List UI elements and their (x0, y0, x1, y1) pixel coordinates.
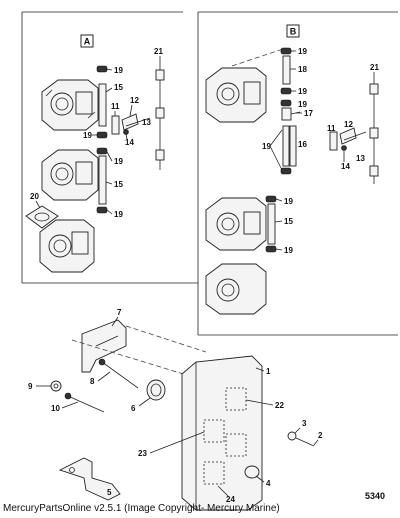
callout-b-14: 14 (341, 162, 350, 171)
callout-b-19e: 19 (284, 246, 293, 255)
panel-label-b: B (286, 24, 300, 38)
callout-a-15b: 15 (114, 180, 123, 189)
callout-b-17: 17 (304, 109, 313, 118)
callout-4: 4 (266, 479, 271, 488)
hoses-16 (282, 125, 297, 167)
callout-9: 9 (28, 382, 33, 391)
clamps-19-panel-b (265, 47, 292, 253)
screw-13 (125, 117, 151, 127)
panel-a-callouts: 19 15 11 12 13 14 19 19 15 19 21 20 (30, 47, 163, 219)
callout-a-13: 13 (142, 118, 151, 127)
figure-number: 5340 (365, 491, 386, 501)
bracket-5 (58, 457, 121, 501)
callout-b-19c: 19 (298, 100, 307, 109)
callout-8: 8 (90, 377, 95, 386)
callout-b-13: 13 (356, 154, 365, 163)
callout-a-20: 20 (30, 192, 39, 201)
carburetor-b-top (205, 67, 267, 123)
bolt-10 (64, 392, 105, 413)
bracket-12-panel-b (339, 127, 357, 145)
svg-text:A: A (84, 37, 91, 47)
callout-a-21: 21 (154, 47, 163, 56)
hose-15-panel-b (267, 203, 276, 245)
main-assembly (50, 319, 315, 511)
callout-a-15: 15 (114, 83, 123, 92)
washer-3 (287, 431, 297, 441)
callout-b-21: 21 (370, 63, 379, 72)
washer-14-panel-b (341, 145, 347, 151)
bolt-8 (98, 358, 139, 389)
gasket-6 (146, 379, 166, 401)
hose-18 (282, 55, 291, 85)
screw-13-panel-b (343, 131, 367, 141)
tee-fitting-17 (281, 107, 301, 121)
screw-2 (295, 437, 315, 447)
vent-hose-21-panel-b (369, 76, 379, 184)
callout-a-11: 11 (111, 102, 120, 111)
fitting-11-panel-b (329, 131, 338, 151)
callout-a-14: 14 (125, 138, 134, 147)
gasket-20 (25, 205, 59, 229)
callout-3: 3 (302, 419, 307, 428)
carburetor-b-bottom (205, 263, 267, 315)
callout-b-16: 16 (298, 140, 307, 149)
carburetor-b-middle (205, 197, 267, 251)
bracket-12 (121, 113, 139, 131)
fitting-11 (111, 115, 120, 135)
airbox-cover-1 (181, 355, 263, 511)
callout-a-12: 12 (130, 96, 139, 105)
hose-15-upper (98, 83, 107, 127)
callout-b-12: 12 (344, 120, 353, 129)
washer-9 (50, 380, 62, 392)
panel-a-carburetors (25, 62, 165, 273)
callout-23: 23 (138, 449, 147, 458)
callout-2: 2 (318, 431, 323, 440)
panel-b-carburetors (205, 47, 379, 315)
callout-b-19d: 19 (284, 197, 293, 206)
carburetor-top (41, 79, 99, 131)
callout-a-19: 19 (114, 66, 123, 75)
washer-14 (123, 129, 129, 135)
callout-a-19b: 19 (83, 131, 92, 140)
callout-7: 7 (117, 308, 122, 317)
callout-b-19-group: 19 (262, 142, 271, 151)
callout-6: 6 (131, 404, 136, 413)
copyright-footer: MercuryPartsOnline v2.5.1 (Image Copyrig… (3, 503, 280, 514)
bracket-7 (81, 319, 127, 373)
callout-b-15: 15 (284, 217, 293, 226)
vent-hose-21-panel-a (155, 62, 165, 170)
svg-text:B: B (290, 27, 297, 37)
callout-10: 10 (51, 404, 60, 413)
carburetor-middle (41, 149, 99, 201)
hose-15-lower (98, 155, 107, 205)
callout-a-19d: 19 (114, 210, 123, 219)
panel-borders (21, 11, 398, 336)
callout-1: 1 (266, 367, 271, 376)
callout-b-19: 19 (298, 47, 307, 56)
callout-22: 22 (275, 401, 284, 410)
callout-b-19b: 19 (298, 87, 307, 96)
callout-a-19c: 19 (114, 157, 123, 166)
carburetor-bottom (39, 219, 95, 273)
callout-24: 24 (226, 495, 235, 504)
panel-b-callouts: 19 18 19 17 19 16 19 21 11 12 14 13 19 1… (262, 47, 379, 255)
plug-4 (244, 465, 260, 479)
panel-label-a: A (80, 34, 94, 48)
callout-b-18: 18 (298, 65, 307, 74)
main-callouts: 7 9 8 10 6 1 22 3 2 23 4 5 24 (28, 308, 323, 504)
callout-5: 5 (107, 488, 112, 497)
callout-b-11: 11 (327, 124, 336, 133)
